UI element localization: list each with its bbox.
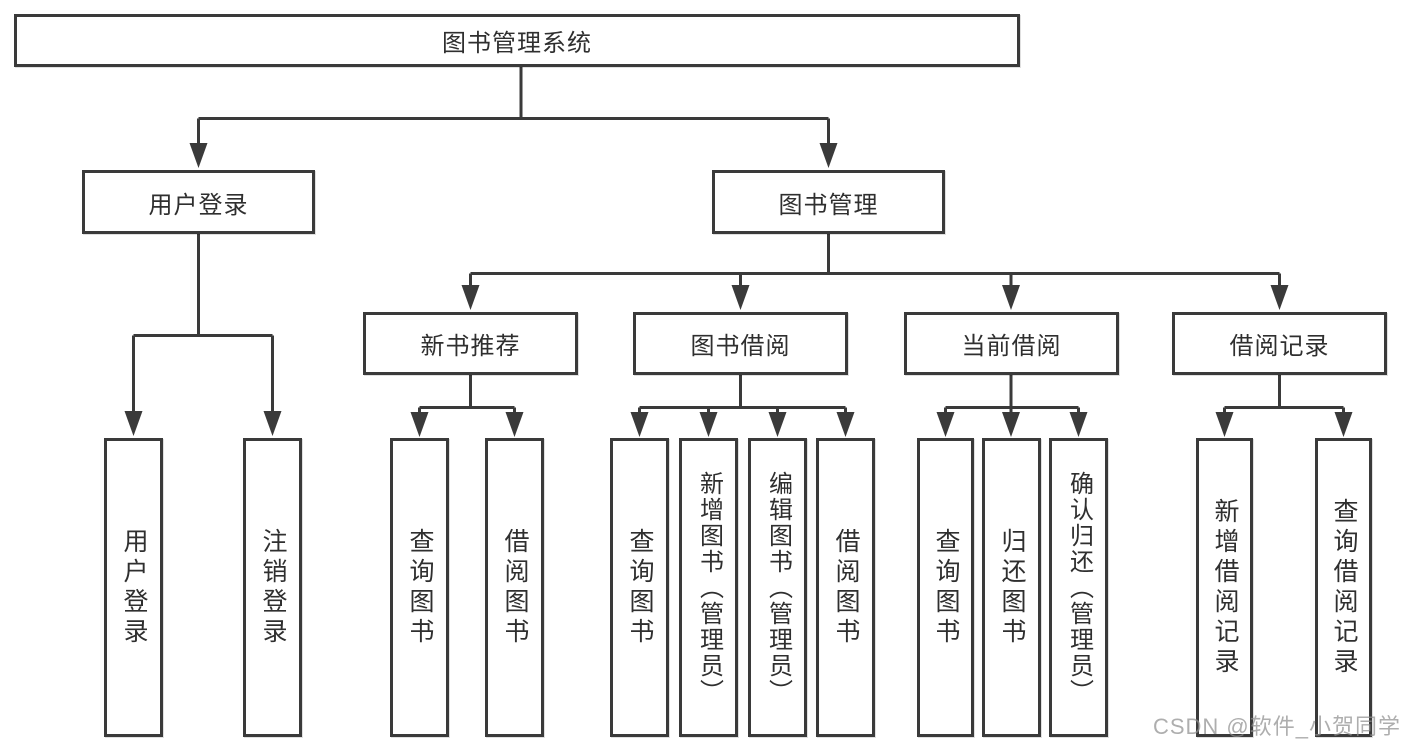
leaf-add-borrow-record: 新增借阅记录 bbox=[1196, 438, 1253, 737]
connector-book-borrow-to-leaves bbox=[630, 375, 855, 437]
connector-borrow-records-to-leaves bbox=[1215, 375, 1353, 437]
leaf-user-login-label: 用户登录 bbox=[120, 527, 148, 648]
leaf-logout-login-label: 注销登录 bbox=[259, 527, 287, 648]
node-book-management: 图书管理 bbox=[712, 170, 945, 234]
leaf-user-login: 用户登录 bbox=[104, 438, 163, 737]
leaf-add-borrow-record-label: 新增借阅记录 bbox=[1211, 497, 1239, 678]
node-user-login: 用户登录 bbox=[82, 170, 315, 234]
leaf-query-books-current-label: 查询图书 bbox=[932, 527, 960, 648]
leaf-query-books-recommend-label: 查询图书 bbox=[406, 527, 434, 648]
leaf-confirm-return-admin-label: 确认归还（管理员） bbox=[1065, 470, 1093, 705]
leaf-add-books-admin-label: 新增图书（管理员） bbox=[695, 470, 723, 705]
leaf-query-books-borrow-label: 查询图书 bbox=[626, 527, 654, 648]
watermark-text: CSDN @软件_小贺同学 bbox=[1152, 714, 1401, 739]
connector-user-login-to-leaves bbox=[124, 234, 282, 436]
connector-new-book-recommend-to-leaves bbox=[410, 375, 524, 437]
leaf-query-books-recommend: 查询图书 bbox=[390, 438, 449, 737]
leaf-edit-books-admin-label: 编辑图书（管理员） bbox=[764, 470, 792, 705]
node-current-borrow: 当前借阅 bbox=[904, 312, 1119, 375]
connector-current-borrow-to-leaves bbox=[936, 375, 1088, 437]
leaf-return-books: 归还图书 bbox=[982, 438, 1041, 737]
leaf-return-books-label: 归还图书 bbox=[998, 527, 1026, 648]
leaf-edit-books-admin: 编辑图书（管理员） bbox=[748, 438, 807, 737]
leaf-borrow-books-recommend-label: 借阅图书 bbox=[501, 527, 529, 648]
node-borrow-records: 借阅记录 bbox=[1172, 312, 1387, 375]
node-root: 图书管理系统 bbox=[14, 14, 1020, 67]
leaf-logout-login: 注销登录 bbox=[243, 438, 302, 737]
node-book-borrow: 图书借阅 bbox=[633, 312, 848, 375]
leaf-query-books-borrow: 查询图书 bbox=[610, 438, 669, 737]
leaf-query-books-current: 查询图书 bbox=[917, 438, 974, 737]
leaf-query-borrow-record-label: 查询借阅记录 bbox=[1330, 497, 1358, 678]
connector-book-management-to-modules bbox=[461, 234, 1289, 310]
leaf-add-books-admin: 新增图书（管理员） bbox=[679, 438, 738, 737]
leaf-borrow-books: 借阅图书 bbox=[816, 438, 875, 737]
leaf-query-borrow-record: 查询借阅记录 bbox=[1315, 438, 1372, 737]
connector-root-to-branches bbox=[189, 66, 838, 168]
leaf-borrow-books-label: 借阅图书 bbox=[832, 527, 860, 648]
node-new-book-recommend: 新书推荐 bbox=[363, 312, 578, 375]
leaf-borrow-books-recommend: 借阅图书 bbox=[485, 438, 544, 737]
leaf-confirm-return-admin: 确认归还（管理员） bbox=[1049, 438, 1108, 737]
